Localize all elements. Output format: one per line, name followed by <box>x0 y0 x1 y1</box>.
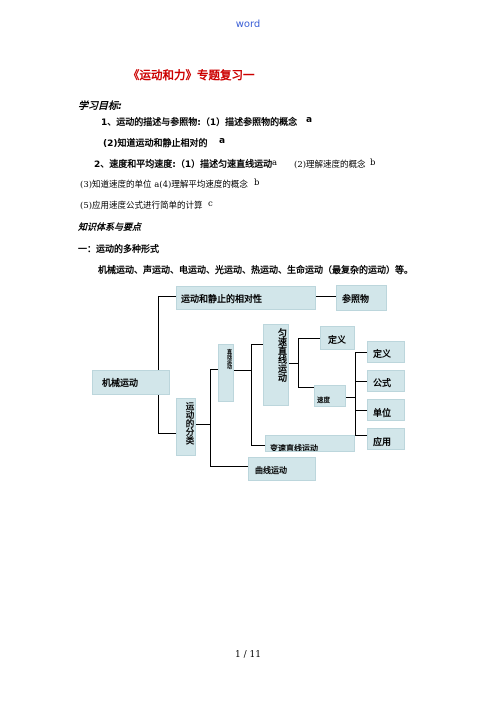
objective-line-3-level-b: b <box>370 158 376 168</box>
motion-forms-text: 机械运动、声运动、电运动、光运动、热运动、生命运动（最复杂的运动）等。 <box>98 266 414 276</box>
objective-line-2: (2)知道运动和静止相对的 <box>103 139 208 149</box>
motion-classification-box: 运动的分类 <box>176 398 196 456</box>
variable-speed-motion-box: 变速直线运动 <box>265 435 355 452</box>
reference-object-box: 参照物 <box>336 285 387 311</box>
formula-box: 公式 <box>367 370 405 392</box>
objective-line-4-level: b <box>254 178 260 188</box>
objective-line-3-sub: (2)理解速度的概念 <box>294 160 366 170</box>
definition-box-1: 定义 <box>320 326 355 350</box>
header-word-link[interactable]: word <box>235 19 261 30</box>
objective-line-2-level: a <box>219 136 226 146</box>
uniform-linear-motion-box: 匀速直线运动 <box>263 324 289 406</box>
page-number: 1 / 11 <box>235 650 261 660</box>
objective-line-5-level: c <box>208 199 213 209</box>
application-box: 应用 <box>367 428 405 450</box>
objective-line-5: (5)应用速度公式进行简单的计算 <box>80 201 203 211</box>
curvilinear-motion-box: 曲线运动 <box>248 457 316 481</box>
objective-line-4: (3)知道速度的单位 a(4)理解平均速度的概念 <box>80 180 248 190</box>
objective-line-1-level: a <box>306 115 313 125</box>
objective-line-3-level-a: a <box>272 158 278 168</box>
objectives-heading: 学习目标: <box>78 101 122 112</box>
unit-box: 单位 <box>367 399 405 421</box>
knowledge-heading: 知识体系与要点 <box>78 223 142 233</box>
speed-box: 速度 <box>314 385 346 407</box>
relativity-box: 运动和静止的相对性 <box>176 286 316 310</box>
definition-box-2: 定义 <box>367 341 405 363</box>
mechanical-motion-box: 机械运动 <box>92 370 170 395</box>
page-title: 《运动和力》专题复习一 <box>128 68 255 82</box>
straight-line-motion-box: 直线运动 <box>218 344 234 402</box>
objective-line-3: 2、速度和平均速度:（1）描述匀速直线运动 <box>94 160 273 170</box>
objective-line-1: 1、运动的描述与参照物:（1）描述参照物的概念 <box>101 118 298 128</box>
section-heading-1: 一：运动的多种形式 <box>78 245 160 255</box>
